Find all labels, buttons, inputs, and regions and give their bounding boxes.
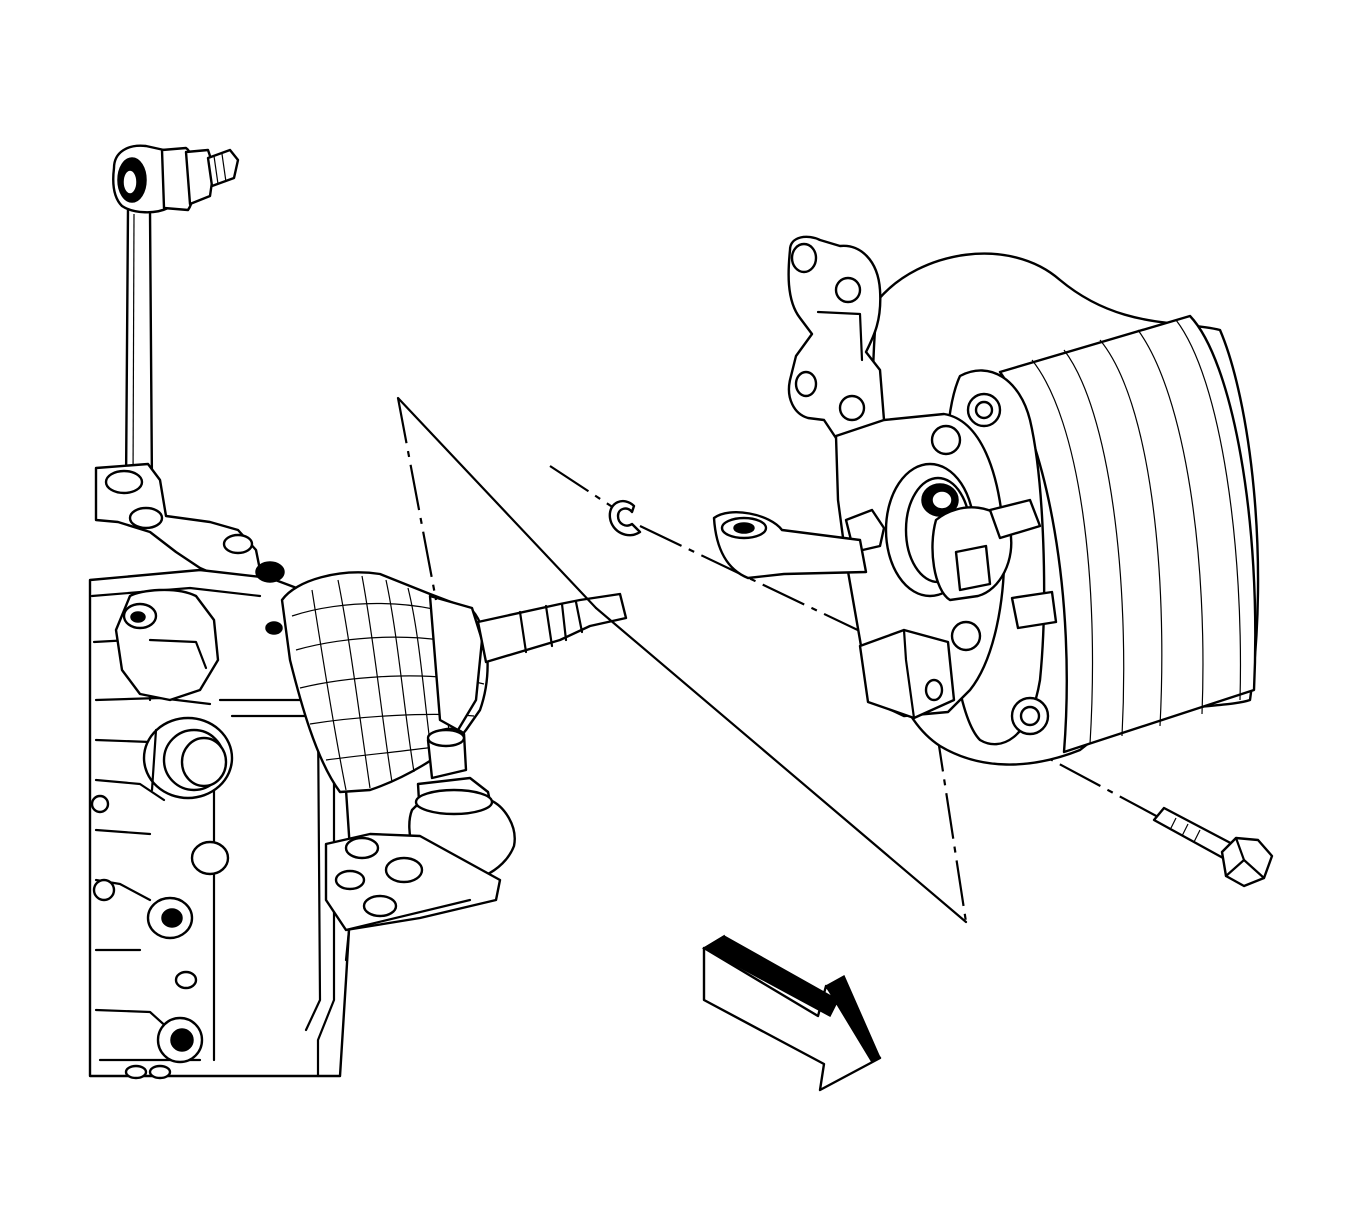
caliper-bolt-lower-icon bbox=[1010, 696, 1050, 736]
transaxle-housing-icon bbox=[88, 462, 354, 1080]
drive-axle-shaft-icon bbox=[280, 571, 628, 932]
caliper-bolt-upper-icon bbox=[966, 392, 1002, 428]
pinch-bolt-icon bbox=[1152, 806, 1274, 888]
arrow-right-down-icon bbox=[701, 934, 882, 1092]
steering-knuckle-icon bbox=[712, 235, 1058, 736]
stabilizer-link-icon bbox=[112, 144, 240, 490]
retaining-ring-icon bbox=[608, 499, 642, 537]
